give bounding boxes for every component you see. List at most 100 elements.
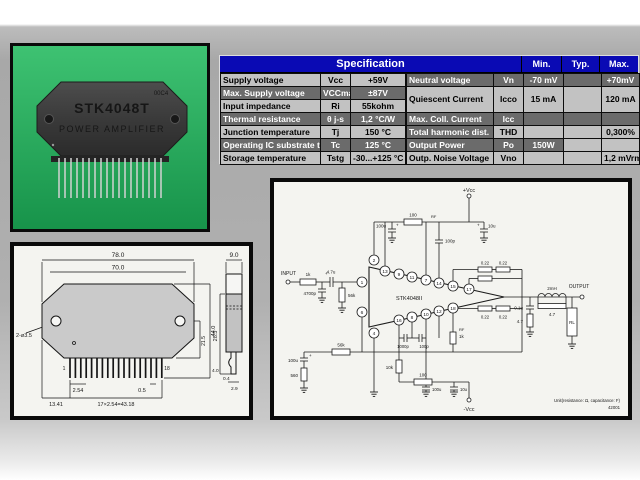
input-terminal (285, 279, 291, 285)
pin-number: 10 (423, 312, 429, 318)
chip-photo-image: 00C4 STK4048T POWER AMPLIFIER (13, 46, 207, 229)
chip-mounting-hole-left (44, 114, 54, 124)
vcc-minus-label: -Vcc (464, 407, 475, 413)
schematic-resistors (299, 218, 578, 386)
doc-code: 42001 (608, 405, 621, 410)
spec-col-min: Min. (521, 56, 561, 72)
ic-label: STK4048II (396, 296, 422, 302)
mounting-hole-left (50, 315, 62, 327)
spec-label: Storage temperature (220, 151, 321, 165)
dimension-lines (25, 259, 243, 399)
dim-side-height: 28.5 (213, 331, 219, 342)
table-row: Storage temperature Tstg -30...+125 °C (220, 151, 406, 165)
spec-col-typ: Typ. (561, 56, 599, 72)
c-b2-label: 100p (419, 344, 429, 349)
application-circuit-schematic: STK4048II 2 13 9 11 7 14 15 (281, 188, 621, 413)
table-row: Junction temperature Tj 150 °C (220, 125, 406, 139)
table-row: Neutral voltage Vn -70 mV +70mV (406, 73, 640, 87)
side-view-pin (228, 352, 237, 375)
r-top-label: 100 (409, 213, 417, 218)
pin-number: 1 (361, 280, 364, 286)
dim-side-d1: 4.0 (212, 368, 219, 374)
spec-title: Specification (336, 58, 405, 70)
spec-label: Neutral voltage (406, 73, 494, 87)
r-b1-label: 10k (386, 365, 394, 370)
dim-side-width: 9.0 (229, 252, 238, 259)
dim-pin-width: 0.5 (138, 388, 146, 394)
chip-corner-code: 00C4 (154, 91, 169, 97)
dim-width-outer: 78.0 (112, 252, 125, 259)
ic-pin-circles: 2 13 9 11 7 14 15 17 1 6 4 16 8 10 12 18 (356, 254, 475, 339)
c-b4-label: 10u (460, 387, 468, 392)
c-in-shunt-label: 4700p (303, 291, 316, 296)
polarity-marks: + + + + (309, 223, 480, 359)
r-b2-label: 100 (419, 373, 427, 378)
table-row: Max. Supply voltage VCCmax ±87V (220, 86, 406, 100)
table-row: Input impedance Ri 55kohm (220, 99, 406, 113)
r-e3-label: 0.22 (481, 315, 490, 320)
pin-number: 14 (436, 281, 442, 287)
table-row: Quiescent Current Icco 15 mA 120 mA (406, 86, 640, 113)
spec-header: Specification Min. Typ. Max. (220, 56, 638, 73)
table-row: Thermal resistance θ j-s 1,2 °C/W (220, 112, 406, 126)
pin-number: 12 (436, 309, 442, 315)
c-zobel-label: 0.1u (514, 306, 523, 311)
pin-number: 18 (450, 306, 456, 312)
package-dimension-drawing: 78.0 70.0 2-ø3.5 44.0 21.5 1 18 2.54 0.5… (10, 242, 253, 420)
c-boot-label: 100p (445, 239, 456, 244)
pin-number: 6 (361, 310, 364, 316)
dim-pitch-total: 17×2.54=43.18 (97, 402, 134, 408)
r-e2-label: 0.22 (499, 261, 508, 266)
pin-number: 11 (410, 275, 415, 281)
package-drawing-image: 78.0 70.0 2-ø3.5 44.0 21.5 1 18 2.54 0.5… (16, 252, 243, 408)
table-row: Outp. Noise Voltage Vno 1,2 mVrms (406, 151, 640, 165)
chip-subtitle: POWER AMPLIFIER (59, 124, 165, 134)
side-view-tab (225, 273, 243, 295)
spec-label: Max. Coll. Current (406, 112, 494, 126)
c-top1-label: 100u (376, 224, 387, 229)
svg-text:+: + (325, 271, 328, 276)
dim-height-total: 44.0 (211, 326, 217, 337)
pin-number-last: 18 (164, 366, 170, 372)
table-row: Operating IC substrate temp. Tc 125 °C (220, 138, 406, 152)
output-terminal (579, 294, 585, 300)
pin-number-first: 1 (63, 366, 66, 372)
c-b3-label: 100u (432, 387, 442, 392)
pin-number: 7 (425, 278, 428, 284)
pin-number: 15 (450, 284, 456, 290)
schematic-wires (290, 198, 580, 398)
spec-label: Output Power (406, 138, 494, 152)
spec-label: Thermal resistance (220, 112, 321, 126)
package-pins (69, 358, 163, 378)
svg-text:+: + (477, 223, 480, 228)
vcc-plus-label: +Vcc (463, 188, 476, 194)
dim-side-d2: 0.4 (223, 376, 230, 382)
spec-label: Max. Supply voltage (220, 86, 321, 100)
svg-text:+: + (309, 353, 312, 358)
svg-text:+: + (396, 223, 399, 228)
unit-note: Unit(resistance: Ω, capacitance: F) (554, 398, 621, 403)
r-zobel-label: 4.7 (517, 319, 524, 324)
ground-symbols (299, 237, 577, 397)
mounting-hole-right (174, 315, 186, 327)
r-e1-label: 0.22 (481, 261, 490, 266)
spec-left-table: Supply voltage Vcc +59V Max. Supply volt… (220, 73, 406, 165)
c-b1-label: 1000p (397, 344, 409, 349)
pin-number: 9 (398, 272, 401, 278)
r-e4-label: 0.22 (499, 315, 508, 320)
vcc-plus-terminal (466, 193, 472, 199)
pin-number: 16 (396, 318, 402, 324)
r-fb-label: 56k (337, 343, 345, 348)
side-view-body (225, 293, 243, 353)
vcc-minus-terminal (466, 397, 472, 403)
chip-index-dot (51, 143, 55, 147)
chip-photo-panel: 00C4 STK4048T POWER AMPLIFIER (10, 43, 210, 232)
dim-offset: 13.41 (49, 402, 63, 408)
chip-pins (58, 158, 162, 198)
table-row: Max. Coll. Current Icc (406, 112, 640, 126)
table-row: Output Power Po 150W (406, 138, 640, 152)
specification-table: Specification Min. Typ. Max. Supply volt… (219, 55, 640, 165)
application-circuit-panel: STK4048II 2 13 9 11 7 14 15 (270, 178, 632, 420)
package-front-outline (41, 283, 195, 359)
index-mark (72, 341, 76, 345)
